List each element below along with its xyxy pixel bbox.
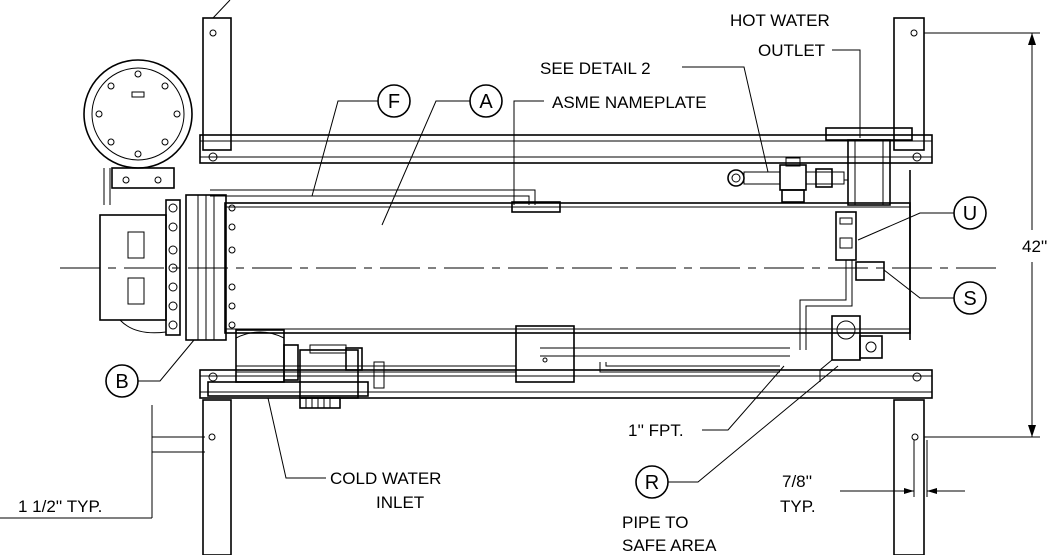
balloon-u-label: U xyxy=(963,203,977,225)
balloon-f-label: F xyxy=(388,91,400,113)
cold-water-line1: COLD WATER xyxy=(330,469,441,488)
temperature-pressure-valve xyxy=(819,315,883,382)
cold-water-line2: INLET xyxy=(376,493,424,512)
cold-water-inlet-assembly xyxy=(207,329,385,409)
flange-bolts xyxy=(168,203,236,330)
hot-water-outlet-line1: HOT WATER xyxy=(730,11,830,30)
callout-fpt: 1'' FPT. xyxy=(628,365,785,440)
balloon-s: S xyxy=(883,269,987,315)
callout-see-detail: SEE DETAIL 2 xyxy=(540,59,769,173)
asme-nameplate-label: ASME NAMEPLATE xyxy=(552,93,707,112)
balloon-u: U xyxy=(857,196,987,241)
dim-1-5-label: 1 1/2'' TYP. xyxy=(18,497,102,516)
balloon-a-label: A xyxy=(479,91,493,113)
right-frame-leg xyxy=(893,17,925,555)
balloon-f: F xyxy=(311,84,411,197)
thermostat-device xyxy=(799,211,885,350)
left-frame-leg xyxy=(202,0,232,555)
dim-42-label: 42'' xyxy=(1022,237,1047,256)
dim-1-5-typ: 1 1/2'' TYP. xyxy=(0,405,205,519)
dim-7-8-label-b: TYP. xyxy=(780,497,816,516)
balloon-b: B xyxy=(105,339,195,398)
callout-asme-nameplate: ASME NAMEPLATE xyxy=(513,93,707,205)
bottom-rail xyxy=(199,369,933,399)
dim-7-8-typ: 7/8'' TYP. xyxy=(780,440,965,516)
dim-7-8-label-a: 7/8'' xyxy=(782,472,812,491)
junction-box xyxy=(99,214,167,334)
pipe-safe-line1: PIPE TO xyxy=(622,513,688,532)
balloon-s-label: S xyxy=(963,288,976,310)
fpt-label: 1'' FPT. xyxy=(628,421,684,440)
callout-cold-water-inlet: COLD WATER INLET xyxy=(267,397,441,512)
top-rail xyxy=(199,134,933,164)
pipe-safe-line2: SAFE AREA xyxy=(622,536,717,555)
balloon-b-label: B xyxy=(115,371,128,393)
see-detail-label: SEE DETAIL 2 xyxy=(540,59,651,78)
balloon-a: A xyxy=(381,84,503,226)
drain-piping xyxy=(236,325,790,383)
callout-hot-water-outlet: HOT WATER OUTLET xyxy=(730,11,861,138)
callout-pipe-safe-area: PIPE TO SAFE AREA xyxy=(622,513,717,555)
hot-water-outlet-nozzle xyxy=(825,127,913,206)
balloon-r-label: R xyxy=(645,472,659,494)
balloon-r: R xyxy=(635,365,839,499)
height-dimension: 42'' xyxy=(924,32,1047,438)
conduit-pipe xyxy=(210,189,561,213)
explosion-proof-enclosure xyxy=(83,59,193,205)
relief-valve-assembly xyxy=(727,157,845,203)
hot-water-outlet-line2: OUTLET xyxy=(758,41,825,60)
